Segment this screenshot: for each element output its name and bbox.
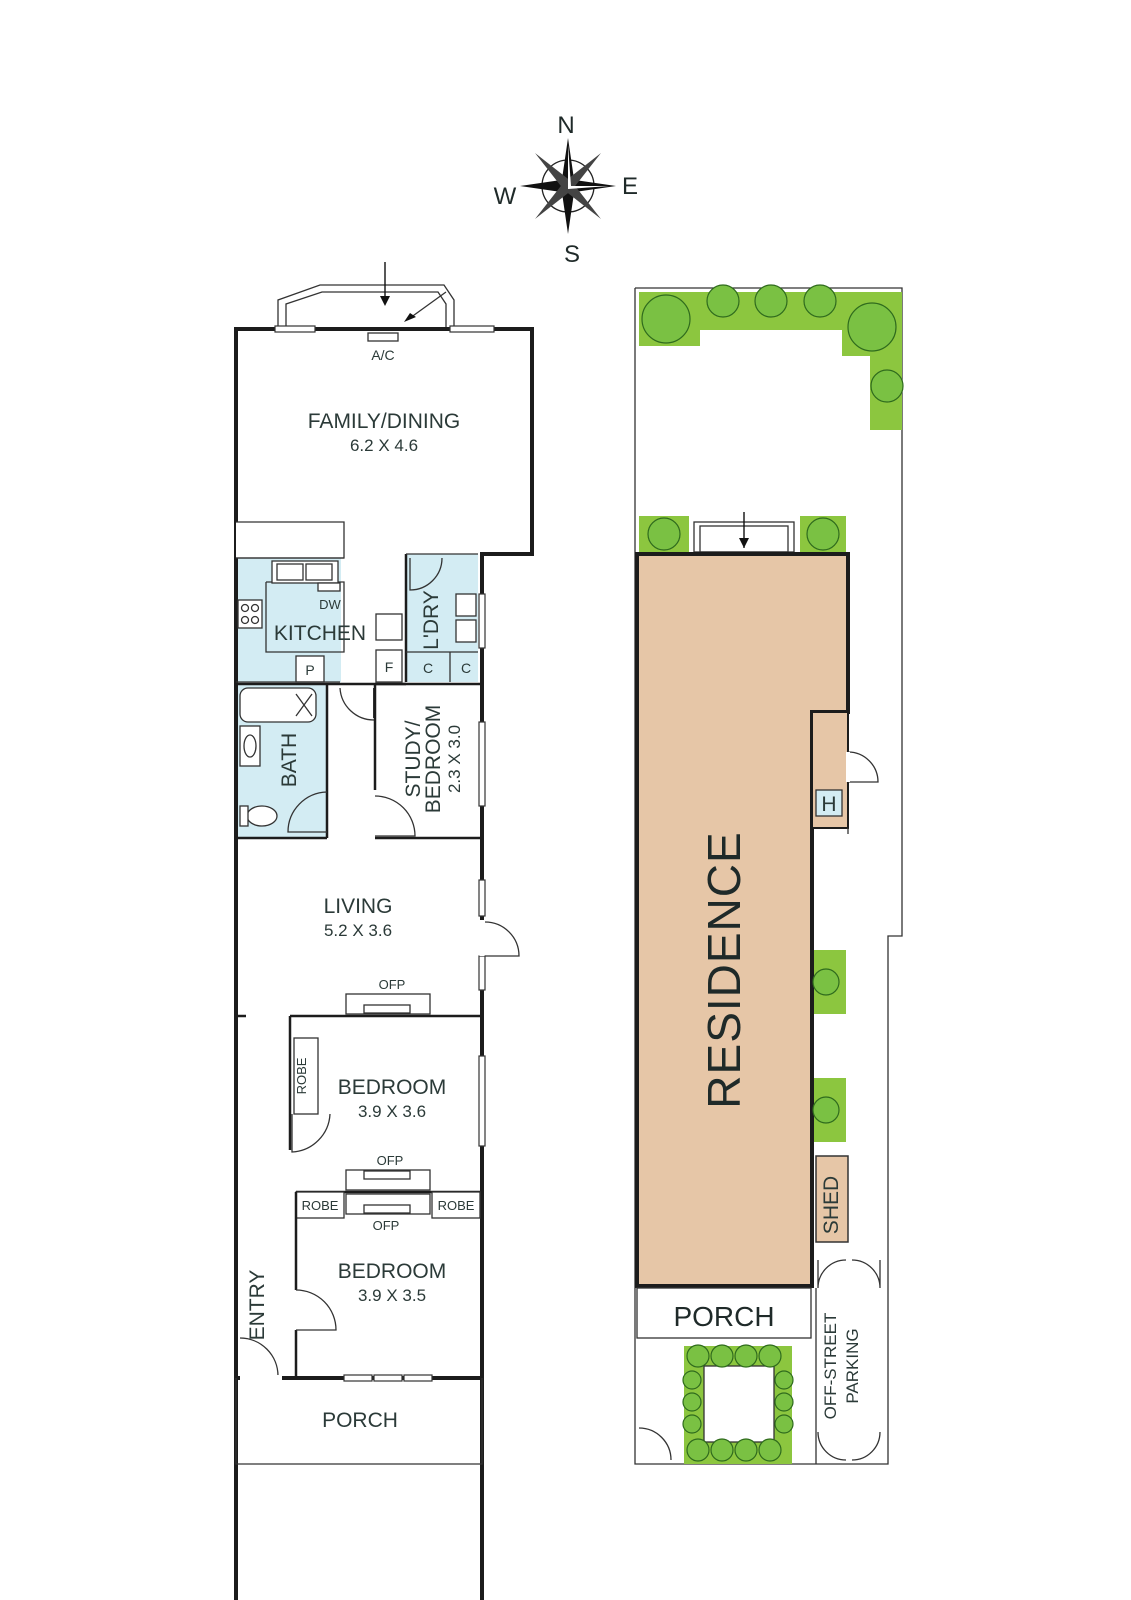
- hot-water-unit: [815, 789, 843, 817]
- fridge-label: F: [385, 659, 394, 675]
- parking-label-line2: PARKING: [843, 1328, 862, 1403]
- floor-plan: A/C FAMILY/DINING 6.2 X 4.6 DW KITCHEN P…: [234, 262, 534, 1600]
- cupboard-label-2: C: [461, 660, 471, 676]
- robe-label-1: ROBE: [294, 1057, 309, 1094]
- living-label: LIVING: [324, 895, 393, 918]
- study-label-line2: BEDROOM: [422, 705, 445, 814]
- compass-south-label: S: [564, 241, 580, 268]
- dishwasher-label: DW: [319, 597, 341, 612]
- compass-west-label: W: [494, 183, 517, 210]
- shed: [815, 1155, 849, 1243]
- living-dims: 5.2 X 3.6: [324, 921, 392, 940]
- bath-label: BATH: [278, 733, 301, 787]
- parking-label-line1: OFF-STREET: [821, 1313, 840, 1420]
- bedroom1-label: BEDROOM: [338, 1076, 447, 1099]
- laundry-floor: [406, 554, 478, 682]
- pantry-label: P: [305, 662, 314, 678]
- fridge: [375, 649, 403, 683]
- ac-label: A/C: [371, 347, 394, 363]
- kitchen-sink: [271, 560, 339, 584]
- rear-garden: [639, 292, 902, 430]
- rear-trees: [641, 284, 904, 403]
- bedroom1-ofp-label: OFP: [377, 1153, 404, 1168]
- hot-water-label: H: [821, 793, 836, 816]
- study-label-line1: STUDY/: [402, 720, 425, 797]
- site-plan: RESIDENCE H SHED PORCH: [634, 284, 904, 1465]
- bedroom2-label: BEDROOM: [338, 1260, 447, 1283]
- vanity: [239, 725, 261, 767]
- toilet: [246, 805, 278, 827]
- family-dining-label: FAMILY/DINING: [308, 410, 460, 433]
- robe-bedroom2-left: [295, 1191, 345, 1219]
- robe-label-2: ROBE: [302, 1198, 339, 1213]
- study-dims: 2.3 X 3.0: [445, 725, 464, 793]
- cupboard-label-1: C: [423, 660, 433, 676]
- ac-unit: [367, 332, 399, 342]
- bedroom1-dims: 3.9 X 3.6: [358, 1102, 426, 1121]
- bedroom2-dims: 3.9 X 3.5: [358, 1286, 426, 1305]
- kitchen-label: KITCHEN: [274, 622, 366, 645]
- cooktop: [237, 599, 263, 629]
- robe-bedroom1: [293, 1037, 319, 1115]
- compass-north-label: N: [557, 112, 574, 139]
- robe-bedroom2-right: [431, 1191, 481, 1219]
- living-ofp-label: OFP: [379, 977, 406, 992]
- robe-label-3: ROBE: [438, 1198, 475, 1213]
- front-hedge-trees: [682, 1344, 794, 1462]
- dishwasher-marker: [317, 582, 341, 592]
- compass-rose: N S E W: [494, 112, 638, 268]
- floor-porch-label: PORCH: [322, 1409, 398, 1432]
- shed-label: SHED: [820, 1176, 843, 1234]
- bedroom2-ofp-label: OFP: [373, 1218, 400, 1233]
- residence-label: RESIDENCE: [698, 831, 750, 1108]
- site-porch-label: PORCH: [673, 1301, 774, 1332]
- compass-east-label: E: [622, 173, 638, 200]
- site-porch: [636, 1287, 812, 1339]
- pantry: [295, 655, 325, 683]
- bathtub: [239, 687, 317, 723]
- laundry-label: L'DRY: [420, 590, 443, 650]
- entry-label: ENTRY: [246, 1270, 269, 1341]
- family-dining-dims: 6.2 X 4.6: [350, 436, 418, 455]
